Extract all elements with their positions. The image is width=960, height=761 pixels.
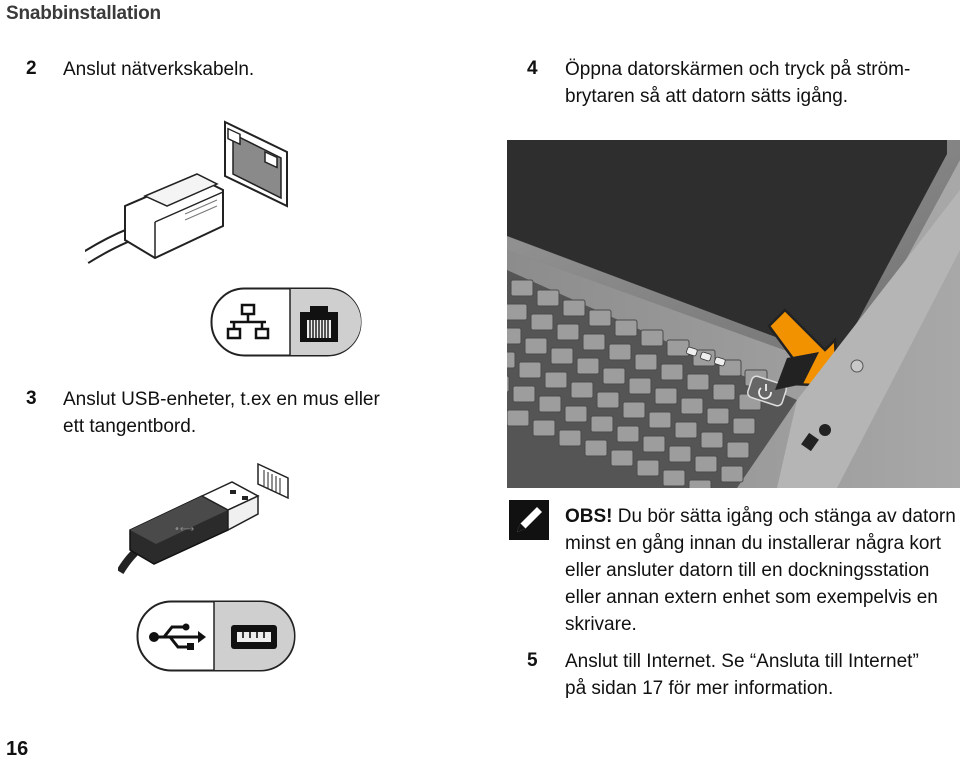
svg-text:•⟷: •⟷ [174, 524, 194, 535]
laptop-power-illustration [507, 140, 960, 488]
pencil-note-icon [509, 500, 549, 540]
usb-port-plate [136, 600, 296, 672]
step-2-text: Anslut nätverkskabeln. [63, 59, 255, 80]
note-line2: minst en gång innan du installerar några… [565, 533, 942, 554]
power-button-shape [747, 375, 787, 407]
note-line5: skrivare. [565, 614, 637, 635]
note-line3: eller ansluter datorn till en dockningss… [565, 560, 930, 581]
step-5-line2: på sidan 17 för mer information. [565, 678, 834, 699]
ethernet-port-icon [300, 306, 338, 342]
step-4-number: 4 [527, 58, 538, 79]
network-cable-illustration [85, 120, 288, 264]
usb-port-icon [231, 625, 277, 649]
page-number: 16 [6, 738, 29, 760]
note-line1-text: Du bör sätta igång och stänga av datorn [612, 506, 956, 527]
page-header-title: Snabbinstallation [6, 3, 161, 24]
note-label: OBS! [565, 506, 613, 527]
step-3-line2: ett tangentbord. [63, 416, 197, 437]
note-line4: eller annan extern enhet som exempelvis … [565, 587, 938, 608]
step-5-number: 5 [527, 650, 538, 671]
step-3-number: 3 [26, 388, 37, 409]
network-icon [226, 303, 270, 340]
step-5-line1: Anslut till Internet. Se “Ansluta till I… [565, 651, 919, 672]
step-4-line1: Öppna datorskärmen och tryck på ström- [565, 59, 911, 80]
power-icon [758, 384, 772, 400]
step-2-number: 2 [26, 58, 37, 79]
usb-plug-illustration: •⟷ [118, 462, 289, 575]
note-line1: OBS! Du bör sätta igång och stänga av da… [565, 503, 956, 530]
step-4-line2: brytaren så att datorn sätts igång. [565, 86, 849, 107]
step-3-line1: Anslut USB-enheter, t.ex en mus eller [63, 389, 380, 410]
usb-icon [149, 623, 206, 650]
